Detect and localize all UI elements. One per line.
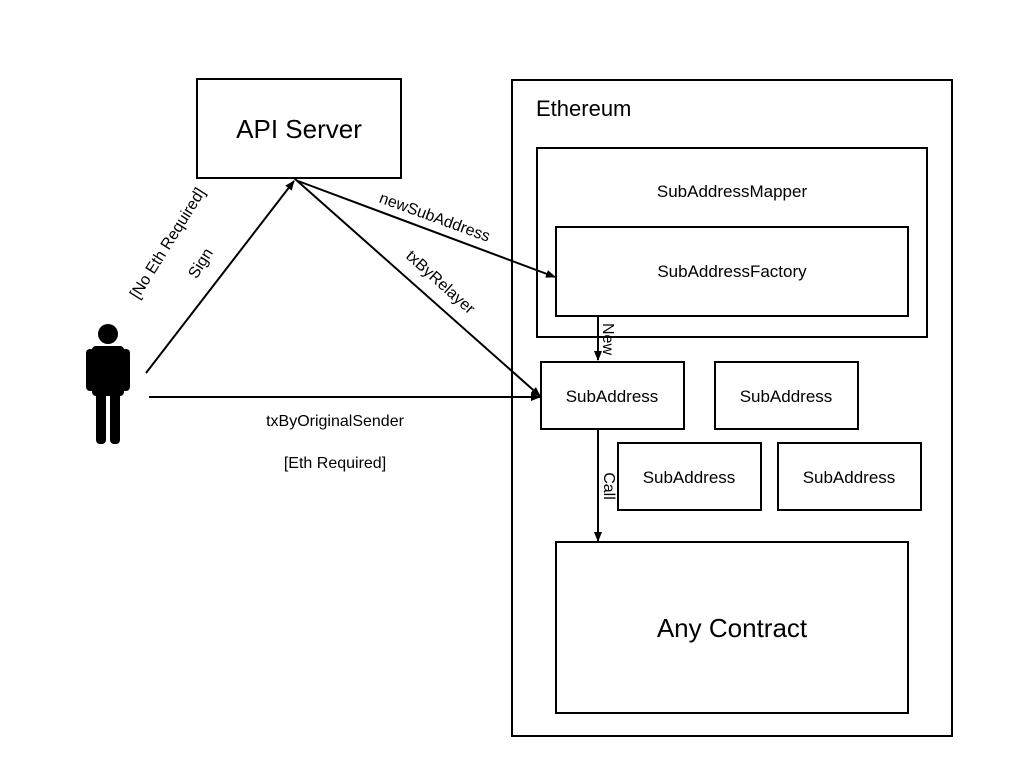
sub-address-node: SubAddress [617,442,762,511]
api-server-label: API Server [236,114,362,144]
sub-address-factory-label: SubAddressFactory [657,262,807,281]
no-eth-required-label: [No Eth Required] [127,185,209,302]
sign-arrow [145,180,295,374]
sub-address-node-main: SubAddress [540,361,685,430]
call-label: Call [600,472,617,500]
tx-by-original-sender-label: txByOriginalSender [266,413,405,430]
api-server-node: API Server [196,78,402,179]
sign-label: Sign [185,246,216,282]
any-contract-node: Any Contract [555,541,909,714]
tx-by-relayer-arrow [293,177,541,397]
eth-required-label: [Eth Required] [284,455,386,472]
sub-address-factory-node: SubAddressFactory [555,226,909,317]
new-sub-address-arrow [297,180,556,278]
person-icon [86,324,130,444]
any-contract-label: Any Contract [657,613,808,643]
sub-address-node: SubAddress [714,361,859,430]
new-label: New [599,323,616,355]
sub-address-label: SubAddress [566,387,659,406]
sub-address-mapper-label: SubAddressMapper [657,182,808,201]
sub-address-label: SubAddress [740,387,833,406]
ethereum-label: Ethereum [536,96,631,121]
sub-address-label: SubAddress [643,468,736,487]
sub-address-label: SubAddress [803,468,896,487]
sub-address-node: SubAddress [777,442,922,511]
